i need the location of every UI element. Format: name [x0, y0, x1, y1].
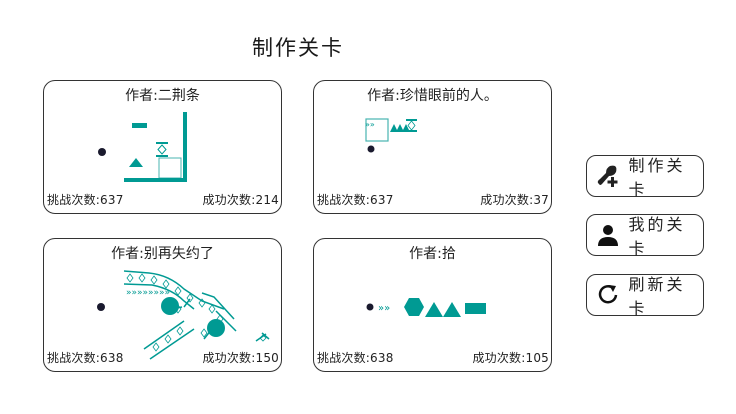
user-icon [595, 222, 620, 248]
refresh-icon [595, 282, 620, 308]
create-level-label: 制作关卡 [628, 156, 686, 199]
author-label: 作者:别再失约了 [111, 246, 214, 262]
success-count: 成功次数:37 [480, 193, 549, 207]
attempts-count: 挑战次数:638 [317, 351, 394, 365]
success-count: 成功次数:105 [472, 351, 549, 365]
level-preview: »»»»»»»» [97, 270, 270, 360]
level-preview: »» [366, 298, 486, 317]
author-label: 作者:拾 [409, 246, 456, 262]
level-card[interactable]: »»»»»»»» 作者:别再失约了 挑战次数:638 成功次数:150 [43, 238, 282, 372]
refresh-levels-label: 刷新关卡 [628, 275, 686, 318]
svg-text:»»: »» [365, 120, 375, 129]
attempts-count: 挑战次数:637 [47, 193, 124, 207]
create-level-button[interactable]: 制作关卡 [586, 155, 704, 199]
page-title: 制作关卡 [252, 36, 344, 60]
svg-text:»»: »» [378, 303, 390, 314]
my-levels-label: 我的关卡 [628, 215, 686, 258]
author-label: 作者:二荆条 [125, 88, 200, 104]
level-card[interactable]: »» 作者:拾 挑战次数:638 成功次数:105 [313, 238, 552, 372]
level-preview [98, 112, 187, 182]
success-count: 成功次数:150 [202, 351, 279, 365]
level-preview: »» [365, 118, 417, 153]
svg-text:»»»»»»»»: »»»»»»»» [126, 288, 170, 298]
level-card[interactable]: »» 作者:珍惜眼前的人。 挑战次数:637 成功次数:37 [313, 80, 552, 214]
author-label: 作者:珍惜眼前的人。 [367, 88, 498, 104]
level-card[interactable]: 作者:二荆条 挑战次数:637 成功次数:214 [43, 80, 282, 214]
attempts-count: 挑战次数:638 [47, 351, 124, 365]
my-levels-button[interactable]: 我的关卡 [586, 214, 704, 258]
attempts-count: 挑战次数:637 [317, 193, 394, 207]
success-count: 成功次数:214 [202, 193, 279, 207]
refresh-levels-button[interactable]: 刷新关卡 [586, 274, 704, 318]
brush-plus-icon [595, 163, 620, 189]
